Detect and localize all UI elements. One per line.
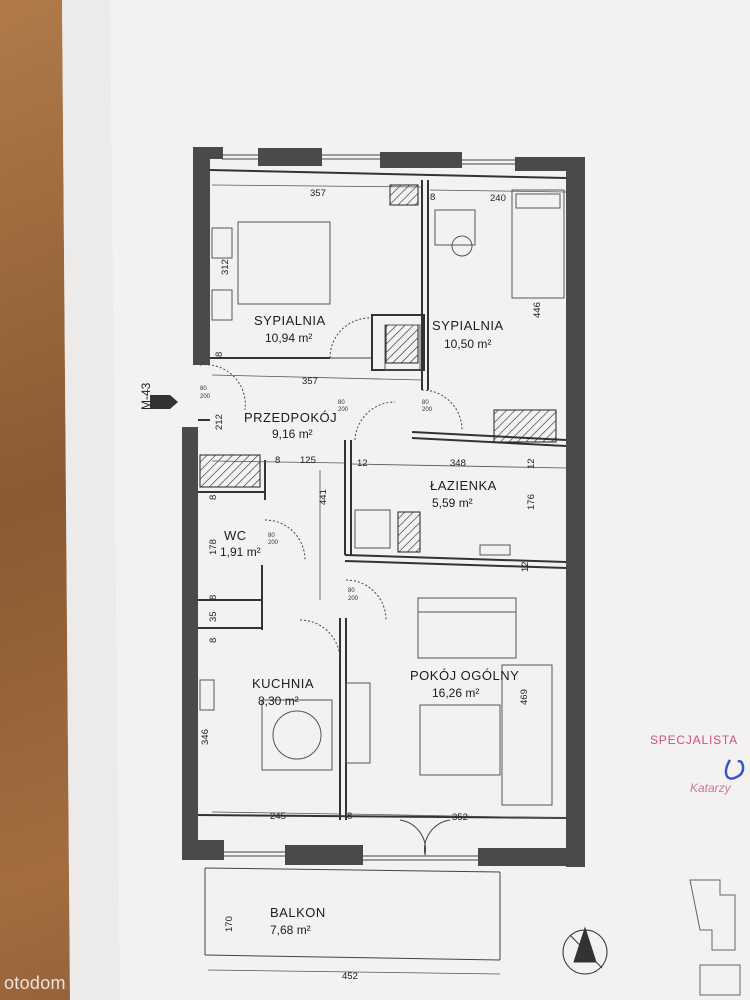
dimension-label: 452: [342, 971, 358, 982]
room-area-bedroom-1: 10,94 m²: [265, 331, 312, 345]
dimension-label: 212: [214, 414, 225, 430]
dimension-label: 12: [526, 458, 537, 469]
signature-mark: [724, 759, 745, 780]
dimension-label: 348: [450, 458, 466, 469]
door-mark: 200: [348, 596, 359, 602]
room-name-kitchen: KUCHNIA: [252, 676, 314, 691]
dimension-label: 12: [520, 561, 531, 572]
unit-tag-arrow-icon: [150, 395, 178, 409]
watermark: otodom: [4, 973, 66, 993]
dimension-label: 312: [220, 259, 231, 275]
dimension-label: 35: [208, 611, 219, 622]
dimension-label: 8: [208, 638, 219, 643]
room-area-bedroom-2: 10,50 m²: [444, 337, 491, 351]
dimension-label: 446: [532, 302, 543, 318]
dimension-label: 12: [357, 458, 368, 469]
furniture: [199, 189, 565, 806]
dimension-label: 8: [214, 352, 225, 357]
room-name-bedroom-2: SYPIALNIA: [432, 318, 504, 333]
balcony: [204, 867, 501, 961]
dimension-label: 125: [300, 455, 316, 466]
stamp-signature-text: Katarzy: [690, 781, 732, 795]
room-area-bathroom: 5,59 m²: [432, 496, 473, 510]
room-area-hall: 9,16 m²: [272, 427, 313, 441]
dimension-label: 469: [519, 689, 530, 705]
room-name-hall: PRZEDPOKÓJ: [244, 410, 337, 425]
dimension-label: 178: [208, 539, 219, 555]
room-name-balcony: BALKON: [270, 905, 326, 920]
north-arrow-icon: [562, 926, 608, 975]
dimension-label: 245: [270, 811, 286, 822]
door-mark: 80: [338, 400, 345, 406]
dimension-label: 8: [347, 811, 352, 822]
door-mark: 200: [268, 540, 279, 546]
dimension-label: 357: [302, 376, 318, 387]
dimension-label: 170: [224, 916, 235, 932]
dimension-lines: [207, 184, 567, 975]
dimension-label: 8: [208, 595, 219, 600]
door-mark: 80: [268, 533, 275, 539]
room-name-bathroom: ŁAZIENKA: [430, 478, 497, 493]
door-mark: 80: [422, 400, 429, 406]
interior-walls: [197, 169, 567, 820]
dimension-label: 8: [208, 495, 219, 500]
dimension-label: 346: [200, 729, 211, 745]
room-area-living-room: 16,26 m²: [432, 686, 479, 700]
unit-tag: M-43: [139, 382, 153, 410]
door-mark: 200: [422, 407, 433, 413]
dimension-label: 8: [430, 192, 435, 203]
dimension-label: 8: [275, 455, 280, 466]
dimension-label: 352: [452, 812, 468, 823]
paper-background: [62, 0, 750, 1000]
door-mark: 80: [348, 588, 355, 594]
doors: [199, 317, 463, 856]
key-plan: [689, 879, 741, 996]
room-area-kitchen: 8,30 m²: [258, 694, 299, 708]
installation-shafts: [199, 184, 557, 553]
door-mark: 80: [200, 386, 207, 392]
exterior-walls: [182, 147, 585, 867]
dimension-label: 176: [526, 494, 537, 510]
dimension-label: 441: [318, 489, 329, 505]
windows: [222, 154, 515, 861]
door-mark: 200: [200, 394, 211, 400]
dimension-label: 240: [490, 193, 506, 204]
door-mark: 200: [338, 407, 349, 413]
room-name-bedroom-1: SYPIALNIA: [254, 313, 326, 328]
room-name-living-room: POKÓJ OGÓLNY: [410, 668, 519, 683]
stamp-text: SPECJALISTA: [650, 733, 738, 747]
room-name-wc: WC: [224, 528, 247, 543]
room-area-wc: 1,91 m²: [220, 545, 261, 559]
room-area-balcony: 7,68 m²: [270, 923, 311, 937]
dimension-label: 357: [310, 188, 326, 199]
